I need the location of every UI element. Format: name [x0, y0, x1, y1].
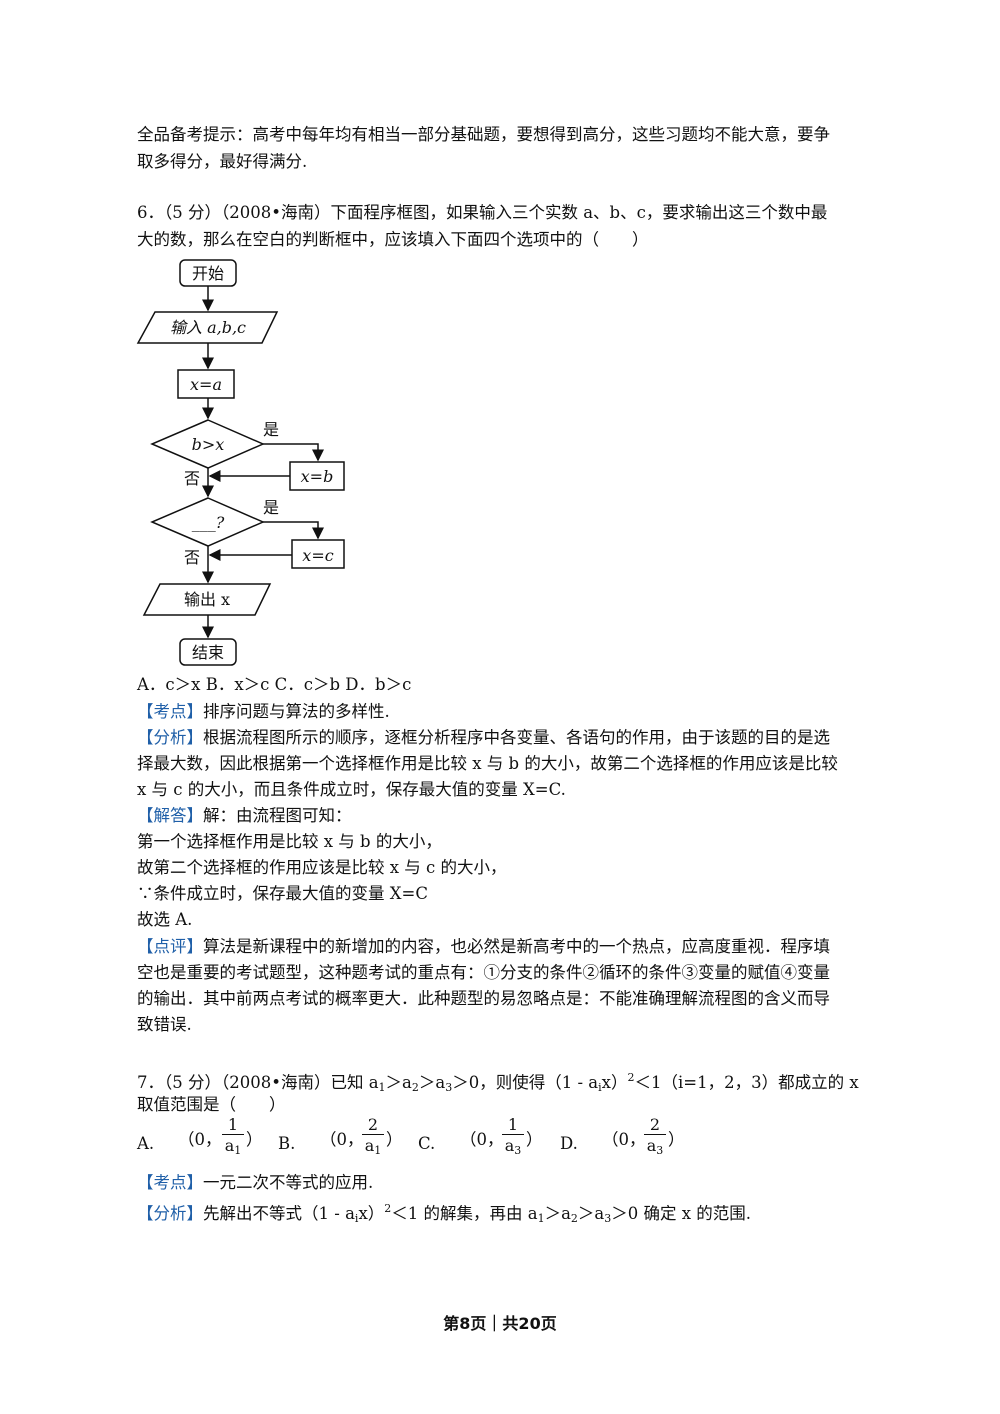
flow-no-1: 否	[184, 469, 200, 488]
q6-fenxi-3: x 与 c 的大小，而且条件成立时，保存最大值的变量 X=C.	[137, 780, 566, 799]
q7-stem-line-2: 取值范围是（ ）	[137, 1095, 286, 1114]
flow-output-label: 输出 x	[184, 590, 230, 609]
flow-assign1-label: x=a	[190, 375, 222, 394]
q6-options: A．c＞x B．x＞c C．c＞b D．b＞c	[137, 675, 412, 694]
flow-input-box	[136, 311, 279, 344]
q6-jieda-5: 故选 A.	[137, 910, 193, 929]
q6-dianping-4: 致错误.	[137, 1015, 192, 1034]
flow-cond1-label: b>x	[192, 435, 225, 454]
flow-yes-2: 是	[263, 498, 279, 517]
q6-dianping-3: 的输出．其中前两点考试的概率更大．此种题型的易忽略点是：不能准确理解流程图的含义…	[137, 989, 830, 1008]
flow-assign1-box	[177, 369, 235, 399]
flow-output-box	[142, 583, 272, 616]
q6-fenxi-1: 【分析】根据流程图所示的顺序，逐框分析程序中各变量、各语句的作用，由于该题的目的…	[137, 728, 830, 747]
q6-dianping-1: 【点评】算法是新课程中的新增加的内容，也必然是新高考中的一个热点，应高度重视．程…	[137, 937, 830, 956]
q7-stem-line-1: 7．（5 分）（2008•海南）已知 a1＞a2＞a3＞0，则使得（1 - ai…	[137, 1071, 859, 1094]
q7-fenxi-tag: 【分析】	[137, 1204, 203, 1223]
flow-input-label: 输入 a,b,c	[170, 318, 246, 337]
fenxi-tag: 【分析】	[137, 728, 203, 747]
kaodian-tag: 【考点】	[137, 702, 203, 721]
q7-kaodian-tag: 【考点】	[137, 1173, 203, 1192]
q6-jieda-4: ∵条件成立时，保存最大值的变量 X=C	[137, 884, 428, 903]
q6-jieda-2: 第一个选择框作用是比较 x 与 b 的大小，	[137, 832, 442, 851]
q6-kaodian: 【考点】排序问题与算法的多样性.	[137, 702, 390, 721]
q6-stem-line-1: 6．（5 分）（2008•海南）下面程序框图，如果输入三个实数 a、b、c，要求…	[137, 203, 828, 222]
q6-fenxi-2: 择最大数，因此根据第一个选择框作用是比较 x 与 b 的大小，故第二个选择框的作…	[137, 754, 838, 773]
q6-jieda-3: 故第二个选择框的作用应该是比较 x 与 c 的大小，	[137, 858, 507, 877]
q7-fenxi: 【分析】先解出不等式（1 - aix）2＜1 的解集，再由 a1＞a2＞a3＞0…	[137, 1202, 752, 1225]
tip-line-2: 取多得分，最好得满分.	[137, 152, 308, 171]
dianping-tag: 【点评】	[137, 937, 203, 956]
flowchart: 开始 输入 a,b,c x=a b>x x=b ___? x=c 输出 x 结束…	[136, 259, 345, 666]
flow-assign3-box	[291, 539, 345, 569]
flow-assign2-label: x=b	[301, 467, 334, 486]
flow-cond2-label: ___?	[192, 513, 225, 532]
tip-line-1: 全品备考提示：高考中每年均有相当一部分基础题，要想得到高分，这些习题均不能大意，…	[137, 125, 830, 144]
page-footer: 第8页｜共20页	[443, 1314, 557, 1333]
frac-a: 1 a1	[222, 1115, 244, 1157]
q6-stem-line-2: 大的数，那么在空白的判断框中，应该填入下面四个选项中的（ ）	[137, 230, 649, 249]
jieda-tag: 【解答】	[137, 806, 203, 825]
flow-yes-1: 是	[263, 420, 279, 439]
q6-dianping-2: 空也是重要的考试题型，这种题考试的重点有：①分支的条件②循环的条件③变量的赋值④…	[137, 963, 830, 982]
flow-start-label: 开始	[192, 264, 224, 283]
q7-kaodian: 【考点】一元二次不等式的应用.	[137, 1173, 374, 1192]
frac-b: 2 a1	[362, 1115, 384, 1157]
frac-c: 1 a3	[502, 1115, 524, 1157]
flow-assign3-label: x=c	[302, 546, 333, 565]
flow-end-label: 结束	[192, 643, 224, 662]
frac-d: 2 a3	[644, 1115, 666, 1157]
flow-end-box	[179, 638, 237, 666]
flow-no-2: 否	[184, 548, 200, 567]
q6-jieda-1: 【解答】解：由流程图可知：	[137, 806, 352, 825]
